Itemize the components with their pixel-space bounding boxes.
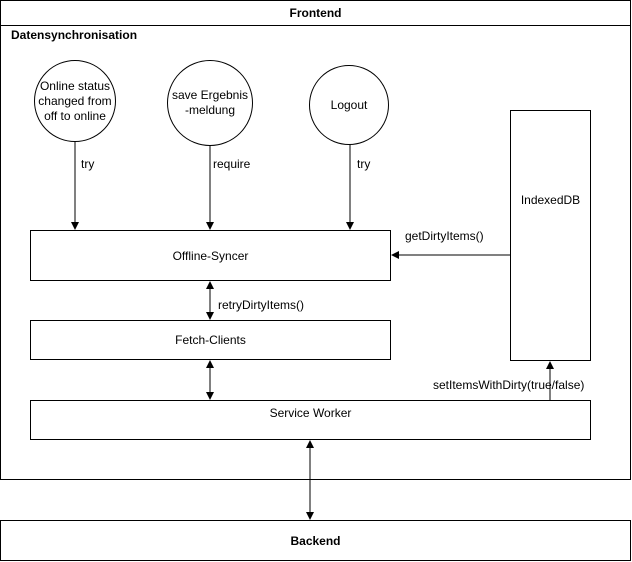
edge-label-require: require xyxy=(213,157,251,171)
edge-label-get-dirty: getDirtyItems() xyxy=(405,229,484,243)
offline-syncer-label: Offline-Syncer xyxy=(172,248,249,263)
service-worker-box: Service Worker xyxy=(30,400,591,440)
edge-label-try-1: try xyxy=(81,157,95,171)
backend-box: Backend xyxy=(0,520,631,561)
trigger-online-status: Online status changed from off to online xyxy=(34,60,116,142)
offline-syncer-box: Offline-Syncer xyxy=(30,230,391,281)
sync-title: Datensynchronisation xyxy=(11,28,138,42)
indexeddb-label: IndexedDB xyxy=(520,193,581,207)
fetch-clients-label: Fetch-Clients xyxy=(175,333,246,347)
trigger-save-label: save Ergebnis-meldung xyxy=(171,88,249,117)
trigger-online-status-label: Online status changed from off to online xyxy=(38,78,112,123)
backend-label: Backend xyxy=(290,533,341,548)
edge-label-retry-dirty: retryDirtyItems() xyxy=(218,298,304,312)
trigger-save-ergebnismeldung: save Ergebnis-meldung xyxy=(167,60,253,146)
edge-label-set-items: setItemsWithDirty(true/false) xyxy=(433,378,585,392)
trigger-logout-label: Logout xyxy=(330,97,368,112)
frontend-header: Frontend xyxy=(0,0,631,26)
frontend-title: Frontend xyxy=(289,6,342,20)
fetch-clients-box: Fetch-Clients xyxy=(30,320,391,360)
indexeddb-box: IndexedDB xyxy=(510,110,591,361)
edge-label-try-2: try xyxy=(357,157,371,171)
service-worker-label: Service Worker xyxy=(269,406,352,420)
trigger-logout: Logout xyxy=(309,65,389,145)
